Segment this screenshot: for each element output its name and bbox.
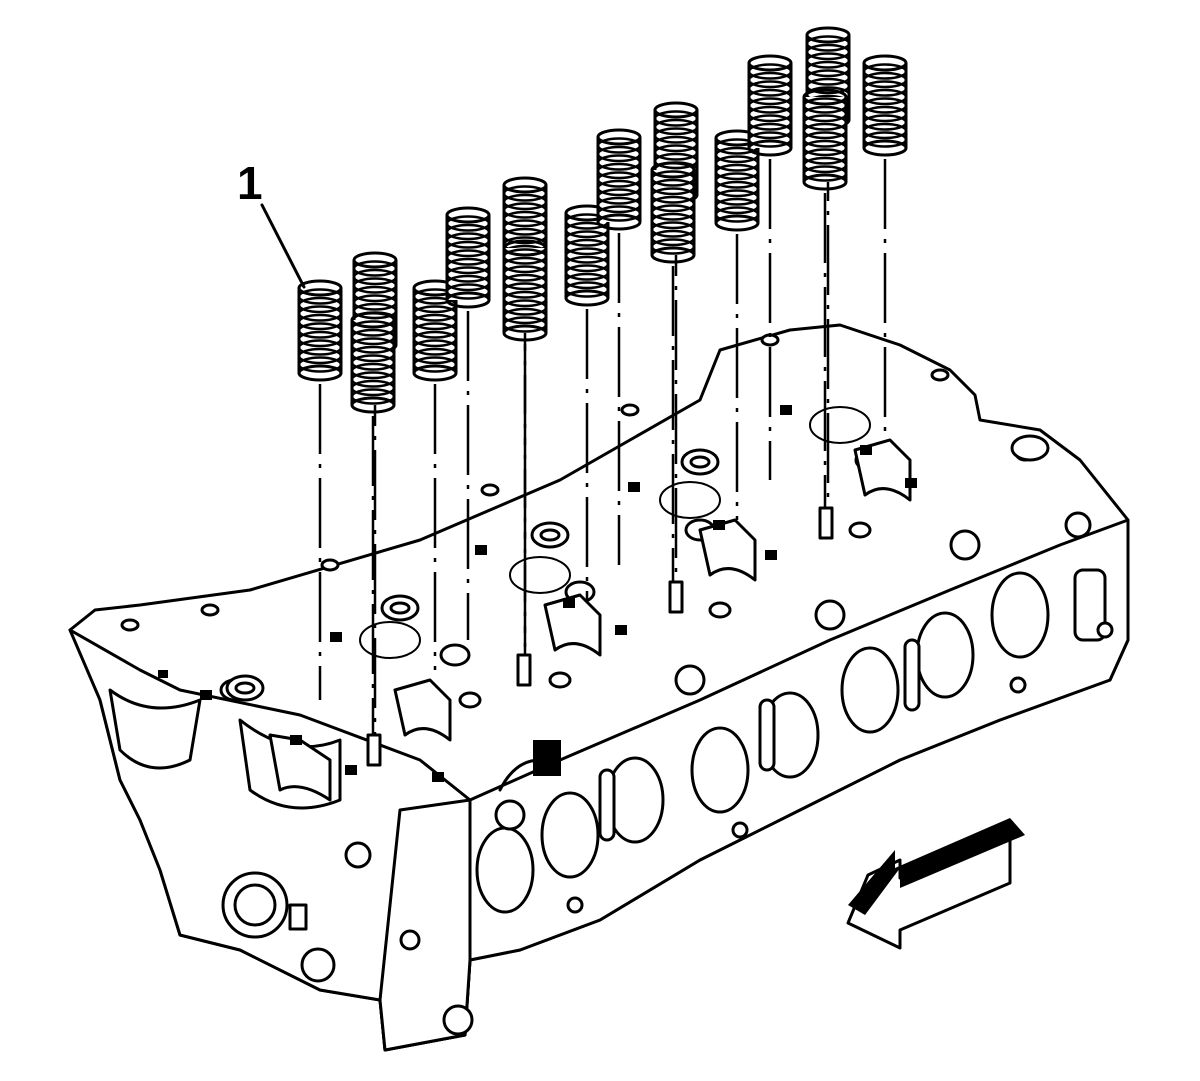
valve-spring (862, 54, 908, 440)
valve-spring (747, 54, 793, 480)
valve-spring (297, 279, 343, 700)
valve-spring (564, 204, 610, 600)
deck-bosses (120, 333, 1050, 709)
valve-springs (297, 26, 908, 735)
direction-arrow-icon (846, 818, 1025, 950)
valve-spring (350, 311, 396, 735)
callout-label-1: 1 (237, 157, 263, 209)
cylinder-head (68, 323, 1130, 1052)
valve-spring (596, 128, 642, 565)
bolt-pads (158, 405, 917, 782)
valve-spring (502, 239, 548, 655)
valve-spring (802, 88, 848, 508)
callout-leader (260, 203, 306, 289)
valve-spring (650, 161, 696, 582)
valve-seats (225, 406, 871, 702)
valve-spring (445, 206, 491, 640)
valve-spring (412, 279, 458, 670)
cam-saddles (268, 438, 912, 802)
